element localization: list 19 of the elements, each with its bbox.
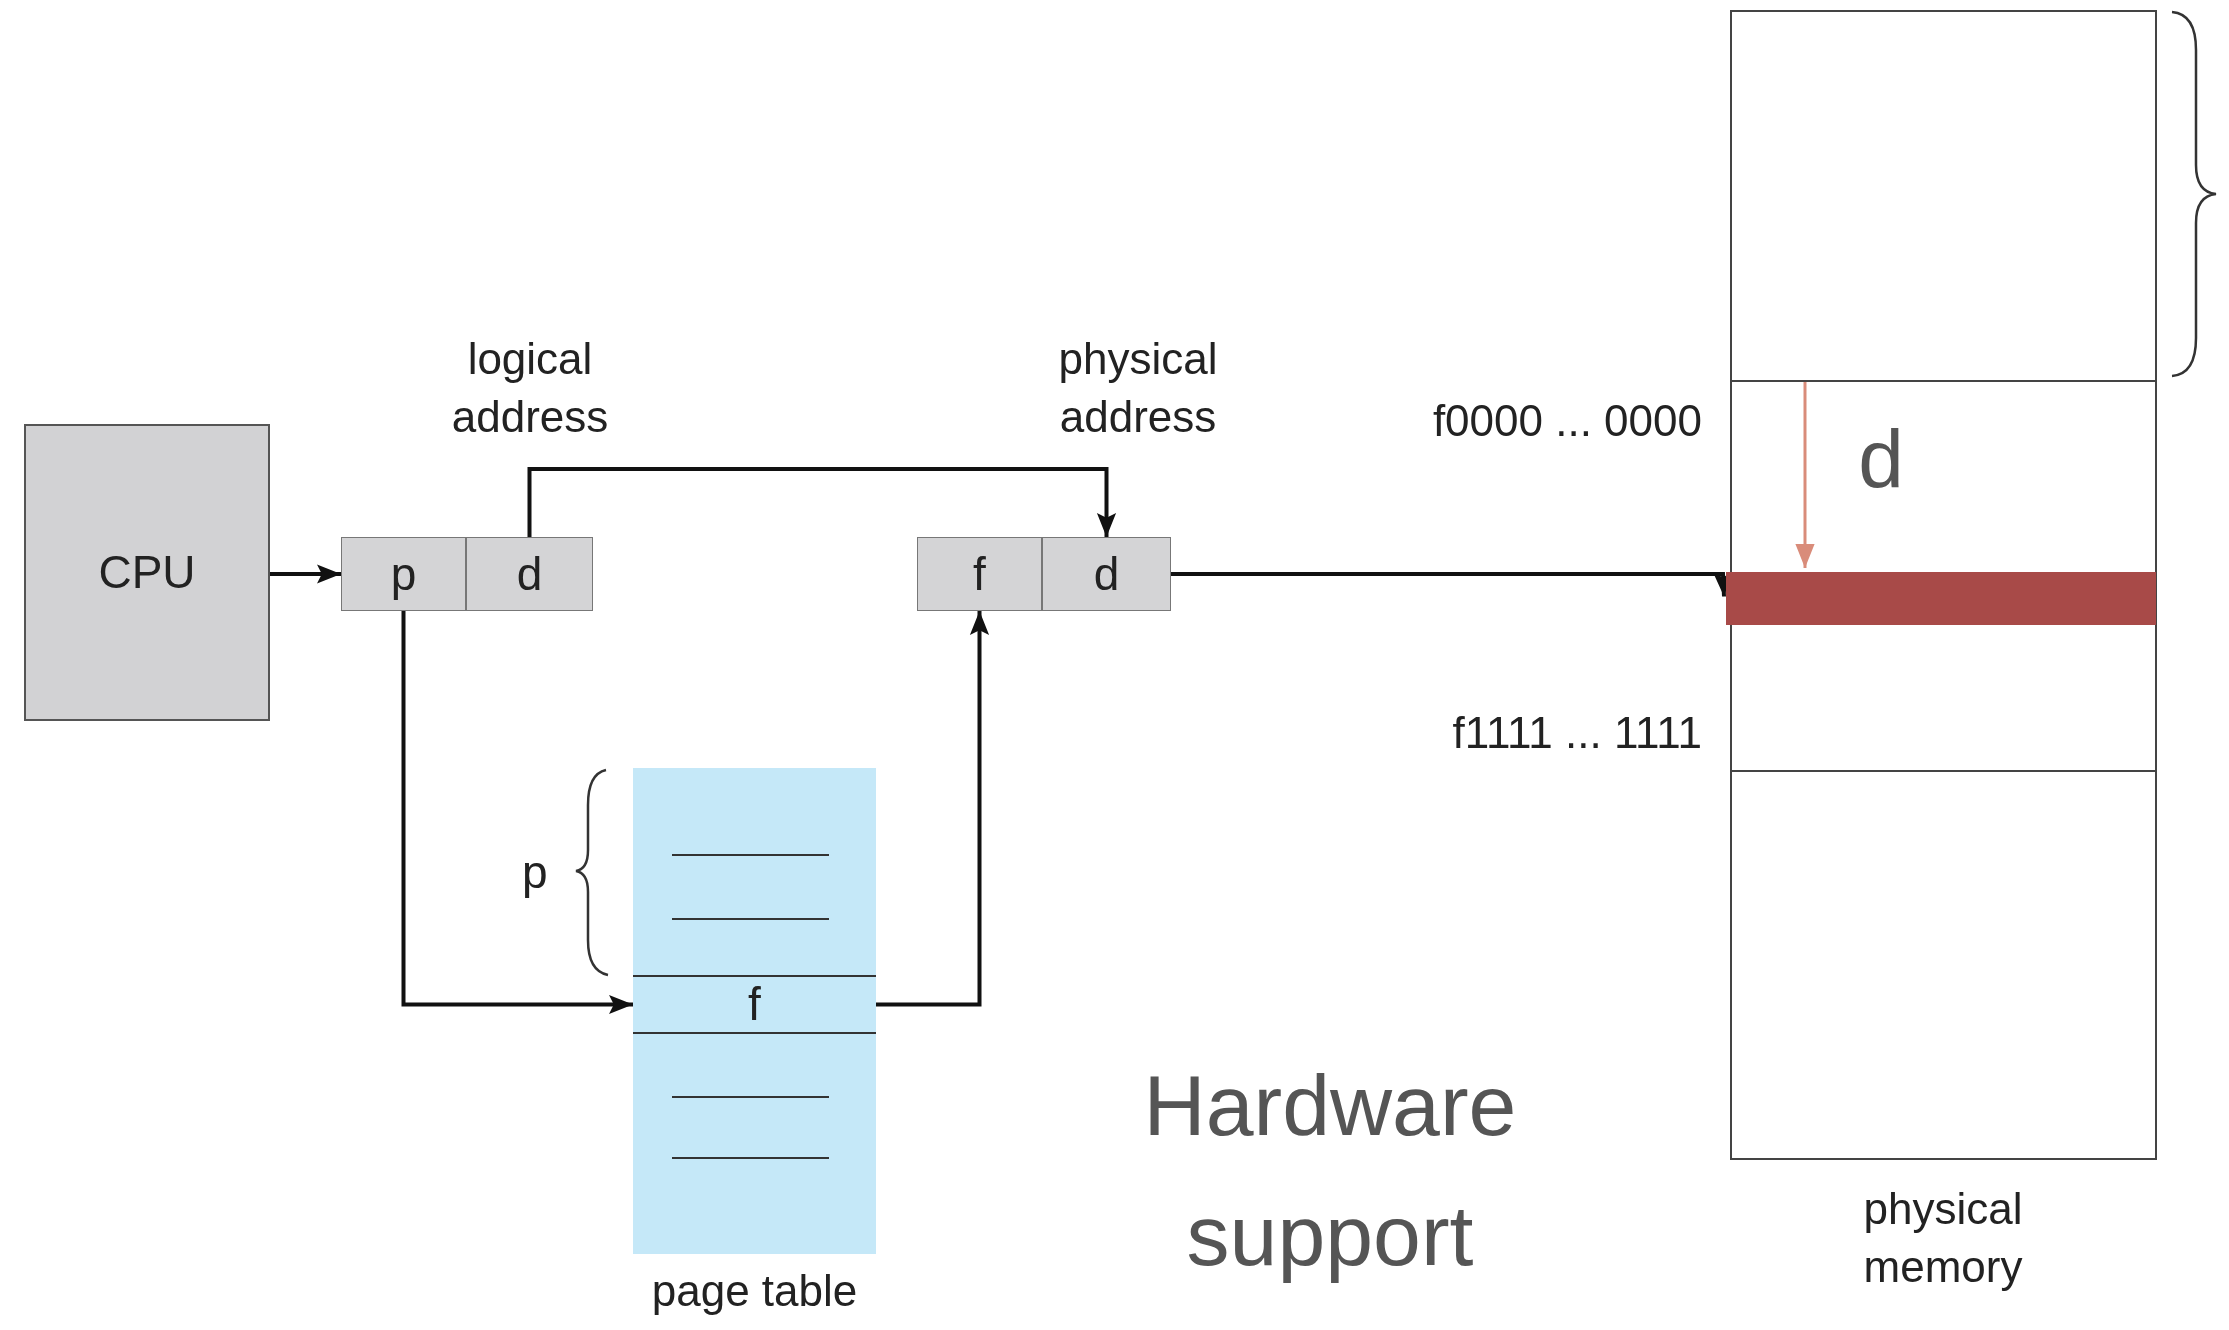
arrow — [876, 611, 990, 1007]
offset-label: d — [1857, 412, 1905, 506]
register-field: d — [466, 537, 593, 611]
page-table-entry: f — [633, 975, 876, 1034]
node-title: page table — [650, 1265, 859, 1317]
arrow — [270, 564, 341, 584]
page-number-label: p — [522, 845, 549, 900]
arrow — [527, 467, 1117, 537]
address-label: f1111 ... 1111 — [1451, 707, 1702, 759]
cpu-box: CPU — [24, 424, 270, 721]
slide-text: Hardware support — [1142, 1056, 1518, 1285]
register-field: d — [1042, 537, 1171, 611]
node-title: physical address — [1057, 333, 1219, 443]
arrow — [401, 611, 633, 1015]
node-title: physical memory — [1862, 1183, 2024, 1293]
address-label: f0000 ... 0000 — [1431, 395, 1702, 447]
node-title: logical address — [450, 333, 610, 443]
register-field: p — [341, 537, 466, 611]
register-field: f — [917, 537, 1042, 611]
